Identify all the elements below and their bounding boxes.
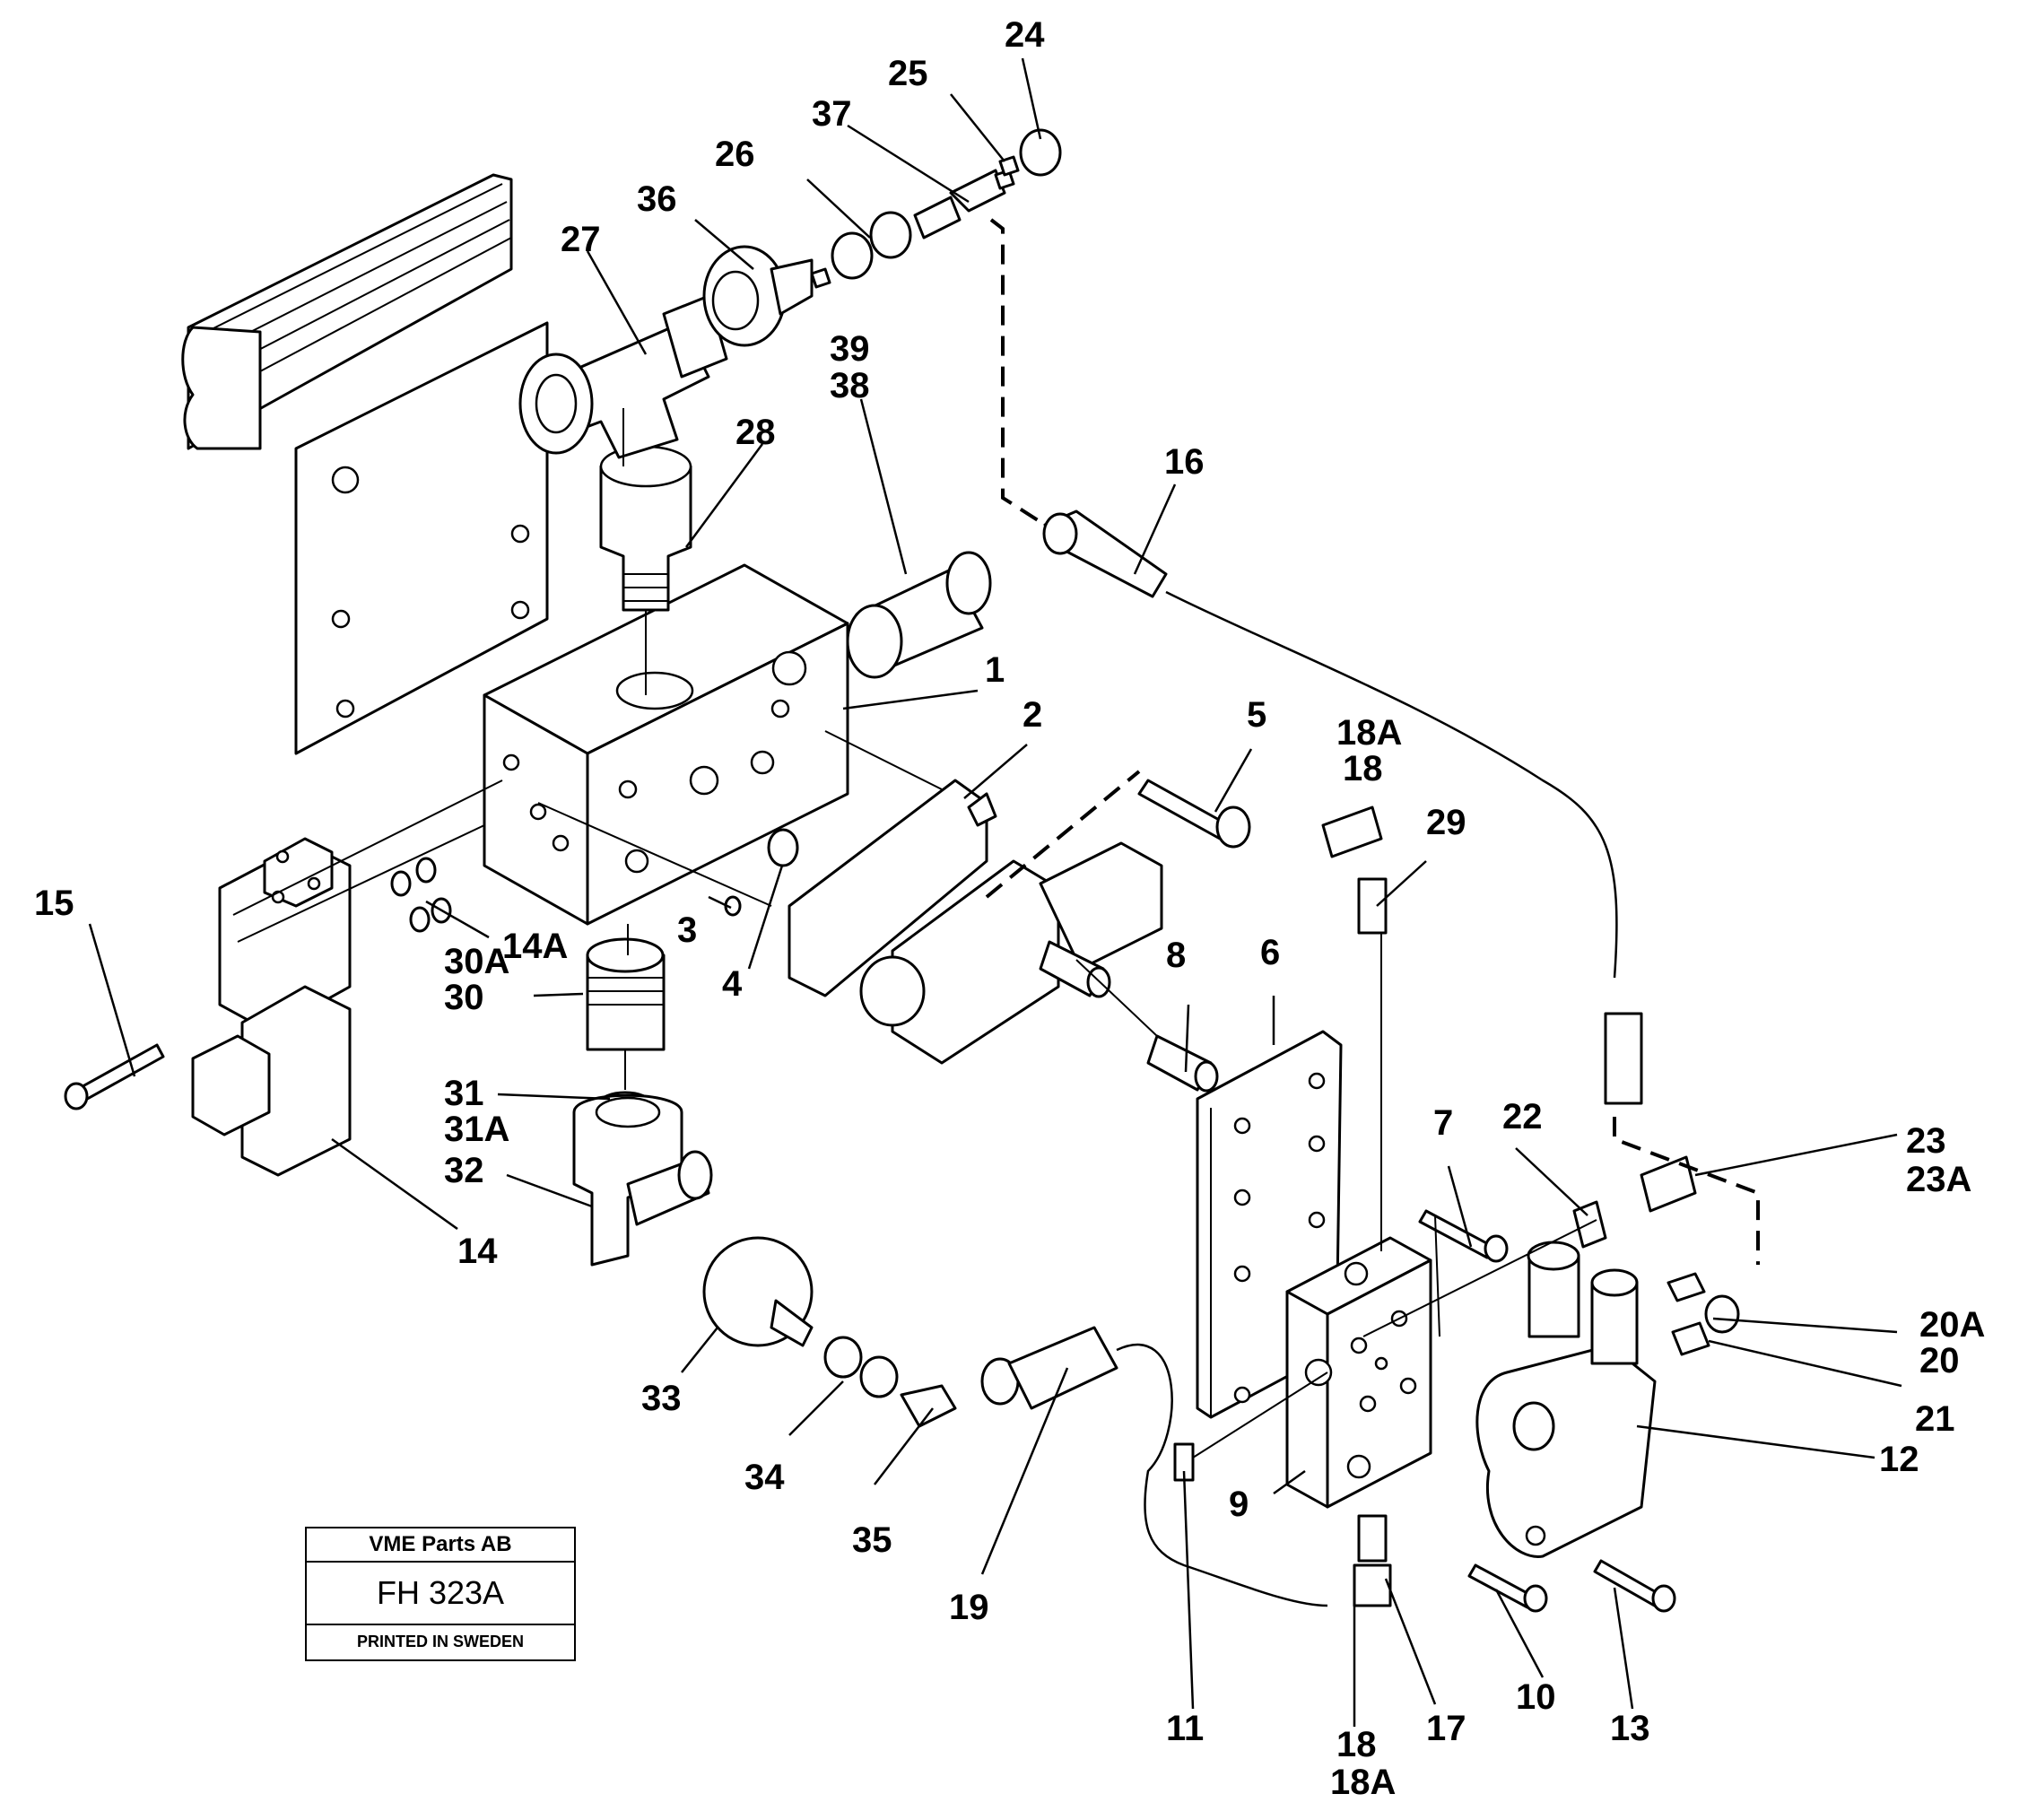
hose-and-assembly-lines xyxy=(232,218,1760,1607)
callout-4: 4 xyxy=(722,964,743,1004)
callout-31: 31 xyxy=(444,1074,484,1113)
callout-9: 9 xyxy=(1229,1485,1249,1524)
callout-19: 19 xyxy=(949,1588,989,1627)
company-name: VME Parts AB xyxy=(307,1528,574,1563)
callout-29: 29 xyxy=(1426,803,1466,842)
fitting-38-39 xyxy=(846,551,992,679)
bolt-5 xyxy=(1137,779,1251,849)
callout-3: 3 xyxy=(677,910,697,950)
callout-18A-top: 18A xyxy=(1336,713,1402,753)
subplate-9 xyxy=(1285,1236,1432,1509)
callout-23A: 23A xyxy=(1906,1160,1971,1199)
callout-16: 16 xyxy=(1164,442,1205,482)
callout-labels: 1 2 3 4 5 6 7 8 9 10 11 12 13 14 14A 15 … xyxy=(34,15,1985,1802)
callout-21: 21 xyxy=(1915,1399,1955,1439)
callout-2: 2 xyxy=(1023,695,1042,735)
callout-17: 17 xyxy=(1426,1709,1466,1748)
bolts-7-10-11-13 xyxy=(1173,1209,1676,1613)
callout-27: 27 xyxy=(561,220,601,259)
tee-32 xyxy=(572,1093,713,1267)
callout-11: 11 xyxy=(1166,1709,1204,1748)
callout-22: 22 xyxy=(1502,1097,1543,1136)
solenoid-14 xyxy=(191,837,352,1177)
nut-36 xyxy=(702,245,814,347)
callout-23: 23 xyxy=(1906,1121,1946,1161)
callout-30: 30 xyxy=(444,978,484,1017)
o-rings xyxy=(390,828,799,933)
callout-10: 10 xyxy=(1516,1677,1556,1717)
bolt-15 xyxy=(64,1043,165,1110)
callout-26: 26 xyxy=(715,135,755,174)
callout-34: 34 xyxy=(744,1458,785,1497)
callout-20: 20 xyxy=(1919,1341,1960,1380)
title-block: VME Parts AB FH 323A PRINTED IN SWEDEN xyxy=(305,1527,576,1661)
callout-14: 14 xyxy=(457,1232,498,1271)
hose-end-19 xyxy=(980,1326,1118,1410)
callout-13: 13 xyxy=(1610,1709,1650,1748)
callout-24: 24 xyxy=(1005,15,1045,55)
callout-leaders xyxy=(88,57,1902,1727)
callout-1: 1 xyxy=(985,650,1005,690)
main-valve-block xyxy=(483,563,849,926)
callout-18A-bottom: 18A xyxy=(1330,1763,1396,1802)
hose-end-16 xyxy=(1042,509,1168,598)
callout-35: 35 xyxy=(852,1520,892,1560)
callout-18-top: 18 xyxy=(1343,749,1383,788)
callout-5: 5 xyxy=(1247,695,1266,735)
frame-bracket xyxy=(181,173,549,755)
callout-8: 8 xyxy=(1166,936,1186,975)
callout-38: 38 xyxy=(830,366,870,405)
callout-31A: 31A xyxy=(444,1110,509,1149)
callout-6: 6 xyxy=(1260,933,1280,972)
callout-14A: 14A xyxy=(502,927,568,966)
drawing-number: FH 323A xyxy=(307,1563,574,1625)
callout-20A: 20A xyxy=(1919,1305,1985,1345)
callout-39: 39 xyxy=(830,329,870,369)
solenoid-valve-2 xyxy=(788,779,1163,1065)
fittings-33-34-35 xyxy=(702,1236,957,1428)
callout-30A: 30A xyxy=(444,942,509,981)
callout-15: 15 xyxy=(34,884,74,923)
sleeves-8 xyxy=(1039,940,1219,1093)
small-fittings-top xyxy=(810,128,1062,289)
valve-12 xyxy=(1475,1241,1657,1558)
adapter-28 xyxy=(599,445,692,612)
callout-18-bottom: 18 xyxy=(1336,1725,1377,1764)
callout-12: 12 xyxy=(1879,1440,1919,1479)
printed-note: PRINTED IN SWEDEN xyxy=(356,1633,524,1650)
callout-36: 36 xyxy=(637,179,677,219)
callout-7: 7 xyxy=(1433,1103,1453,1143)
callout-28: 28 xyxy=(735,413,776,452)
callout-25: 25 xyxy=(888,54,928,93)
callout-32: 32 xyxy=(444,1151,484,1190)
callout-33: 33 xyxy=(641,1379,682,1418)
callout-37: 37 xyxy=(812,94,852,134)
fittings-20-23 xyxy=(1572,1012,1740,1356)
fittings-17-18-29 xyxy=(1321,806,1392,1607)
